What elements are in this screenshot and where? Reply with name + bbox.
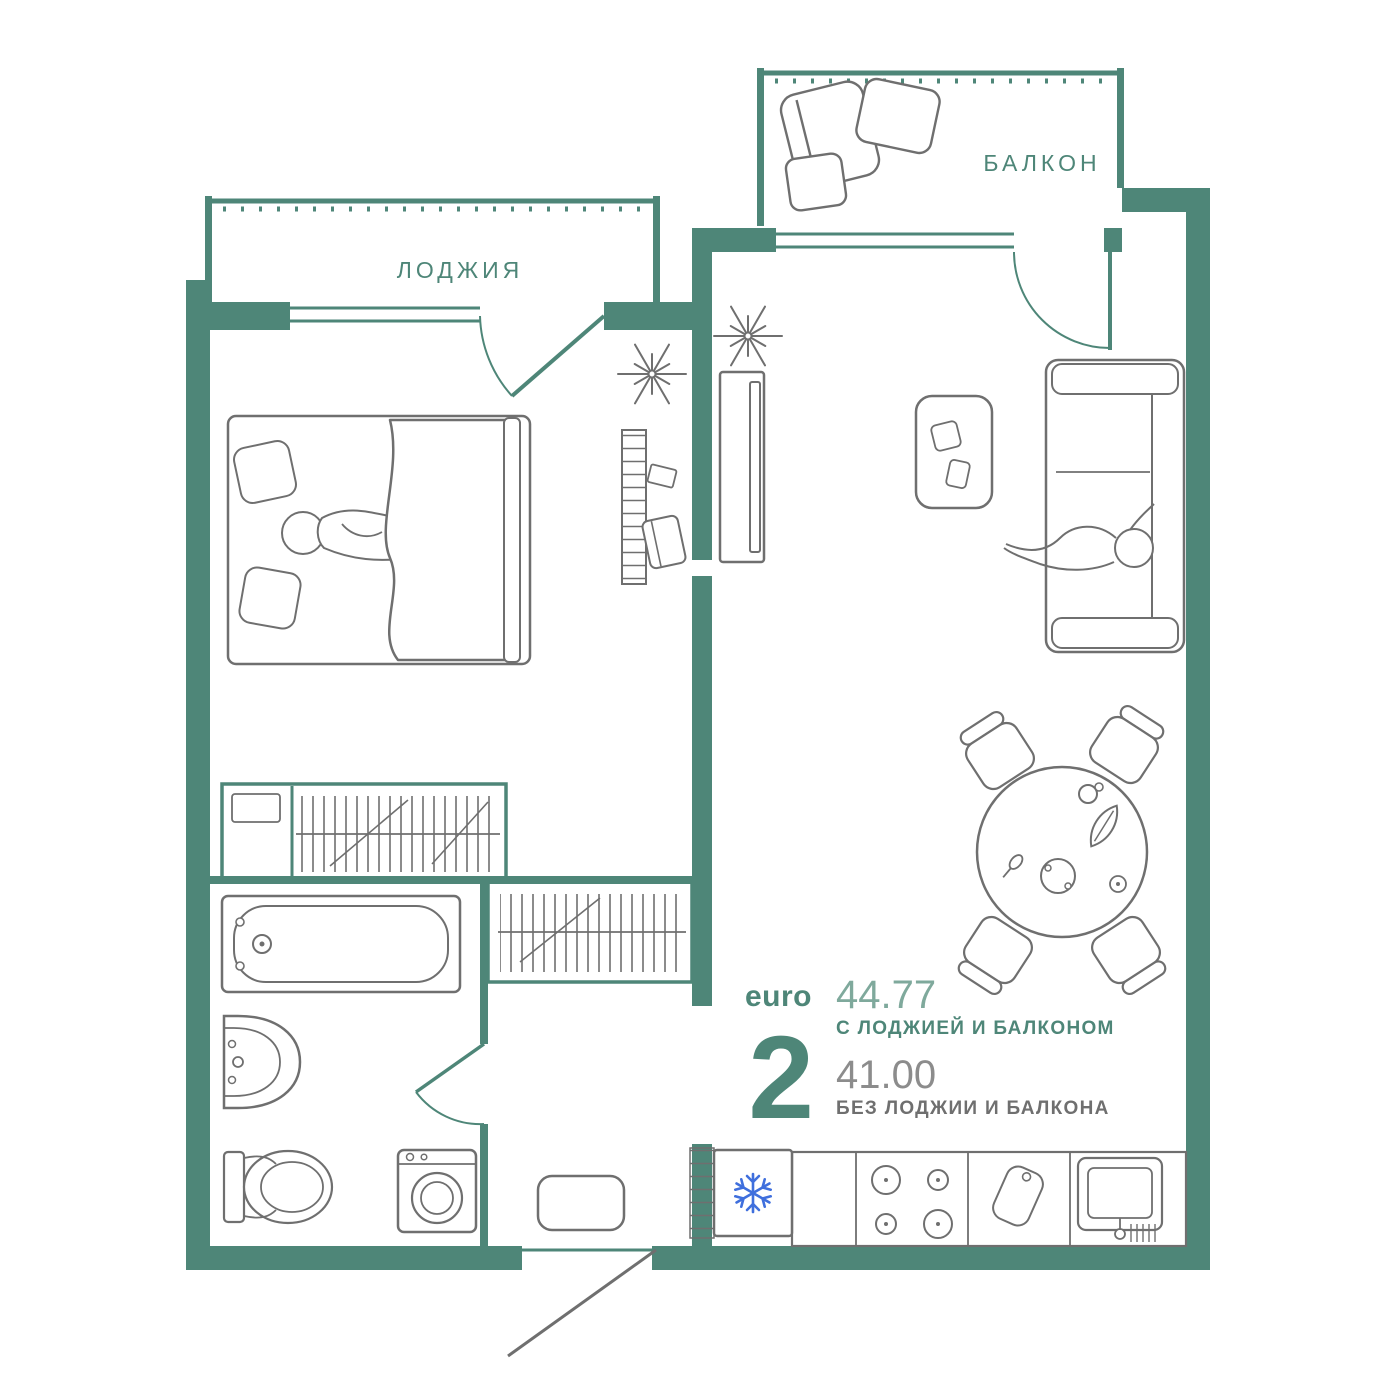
bed bbox=[226, 414, 532, 666]
table-decor bbox=[1002, 782, 1127, 894]
entry-door bbox=[507, 1248, 657, 1358]
area-living-caption: БЕЗ ЛОДЖИИ И БАЛКОНА bbox=[836, 1098, 1110, 1119]
dish-rack bbox=[1130, 1224, 1158, 1242]
area-living: 41.00 bbox=[836, 1053, 936, 1097]
blanket bbox=[384, 418, 514, 662]
bathroom-door bbox=[414, 1042, 486, 1126]
stool bbox=[641, 514, 687, 570]
loggia-label: ЛОДЖИЯ bbox=[397, 257, 523, 283]
doormat bbox=[536, 1174, 626, 1232]
cutting-board bbox=[992, 1165, 1044, 1227]
sofa bbox=[1003, 358, 1186, 654]
loggia: ЛОДЖИЯ bbox=[205, 196, 660, 302]
tv-stand bbox=[718, 370, 766, 564]
rooms-count: 2 bbox=[748, 1012, 814, 1144]
pillow bbox=[233, 440, 297, 504]
balcony-door bbox=[1013, 251, 1112, 350]
type-label: euro bbox=[745, 980, 812, 1013]
toilet bbox=[222, 1149, 334, 1225]
bed-footboard bbox=[503, 417, 521, 663]
balcony-chairs bbox=[779, 77, 941, 212]
pillow bbox=[238, 566, 302, 630]
apartment-info: euro 44.77 С ЛОДЖИЕЙ И БАЛКОНОМ 2 41.00 … bbox=[745, 973, 1115, 1144]
loggia-rail bbox=[205, 198, 660, 212]
plant-icon bbox=[617, 343, 687, 405]
washing-machine bbox=[396, 1148, 478, 1234]
fridge bbox=[712, 1148, 794, 1238]
shaft bbox=[689, 1147, 715, 1239]
bathtub bbox=[220, 894, 462, 994]
balcony-rail bbox=[757, 70, 1124, 84]
stove bbox=[871, 1165, 953, 1239]
balcony-side-wall bbox=[757, 68, 764, 226]
area-total: 44.77 bbox=[836, 973, 936, 1017]
coffee-table bbox=[914, 394, 994, 510]
bedroom-window bbox=[290, 306, 480, 323]
balcony-label: БАЛКОН bbox=[983, 150, 1100, 176]
washbasin bbox=[222, 1014, 302, 1110]
loggia-side-wall bbox=[205, 196, 212, 302]
loggia-door bbox=[479, 314, 606, 398]
balcony-side-wall bbox=[1117, 68, 1124, 188]
dining-table bbox=[975, 765, 1149, 939]
dining-set bbox=[950, 699, 1174, 1001]
balcony: БАЛКОН bbox=[757, 68, 1124, 226]
bedroom-shelf bbox=[621, 429, 687, 585]
living-window bbox=[776, 232, 1014, 249]
plant-icon bbox=[713, 305, 783, 367]
area-total-caption: С ЛОДЖИЕЙ И БАЛКОНОМ bbox=[836, 1017, 1115, 1039]
loggia-side-wall bbox=[653, 196, 660, 302]
wardrobe-hall bbox=[486, 880, 694, 984]
book bbox=[646, 463, 678, 489]
person-sitting bbox=[1003, 503, 1155, 571]
kitchen-sink bbox=[1076, 1156, 1164, 1242]
wardrobe-bedroom bbox=[220, 782, 508, 882]
